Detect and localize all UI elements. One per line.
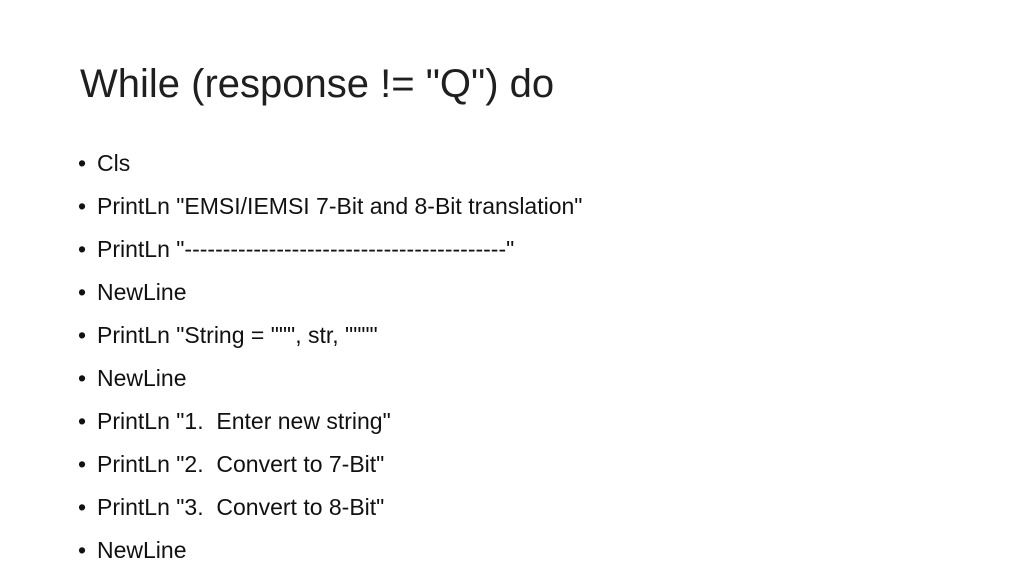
bullet-text: PrintLn "EMSI/IEMSI 7-Bit and 8-Bit tran… [97,193,583,219]
bullet-list: • Cls • PrintLn "EMSI/IEMSI 7-Bit and 8-… [78,150,582,576]
bullet-text: NewLine [97,279,187,305]
bullet-text: NewLine [97,365,187,391]
bullet-item: • PrintLn "String = """, str, """" [78,322,582,365]
bullet-item: • PrintLn "-----------------------------… [78,236,582,279]
bullet-text: PrintLn "-------------------------------… [97,236,515,262]
bullet-dot: • [78,451,87,477]
bullet-dot: • [78,408,87,434]
bullet-item: • NewLine [78,537,582,576]
bullet-text: PrintLn "3. Convert to 8-Bit" [97,494,385,520]
bullet-dot: • [78,537,87,563]
bullet-dot: • [78,494,87,520]
bullet-dot: • [78,236,87,262]
bullet-text: PrintLn "1. Enter new string" [97,408,391,434]
slide-title: While (response != "Q") do [80,62,555,106]
bullet-item: • PrintLn "3. Convert to 8-Bit" [78,494,582,537]
bullet-text: PrintLn "String = """, str, """" [97,322,378,348]
bullet-dot: • [78,150,87,176]
bullet-item: • PrintLn "1. Enter new string" [78,408,582,451]
bullet-item: • NewLine [78,279,582,322]
bullet-dot: • [78,279,87,305]
bullet-dot: • [78,365,87,391]
bullet-dot: • [78,322,87,348]
bullet-text: PrintLn "2. Convert to 7-Bit" [97,451,385,477]
bullet-dot: • [78,193,87,219]
bullet-text: NewLine [97,537,187,563]
bullet-item: • PrintLn "2. Convert to 7-Bit" [78,451,582,494]
bullet-item: • Cls [78,150,582,193]
bullet-item: • NewLine [78,365,582,408]
bullet-text: Cls [97,150,131,176]
bullet-item: • PrintLn "EMSI/IEMSI 7-Bit and 8-Bit tr… [78,193,582,236]
